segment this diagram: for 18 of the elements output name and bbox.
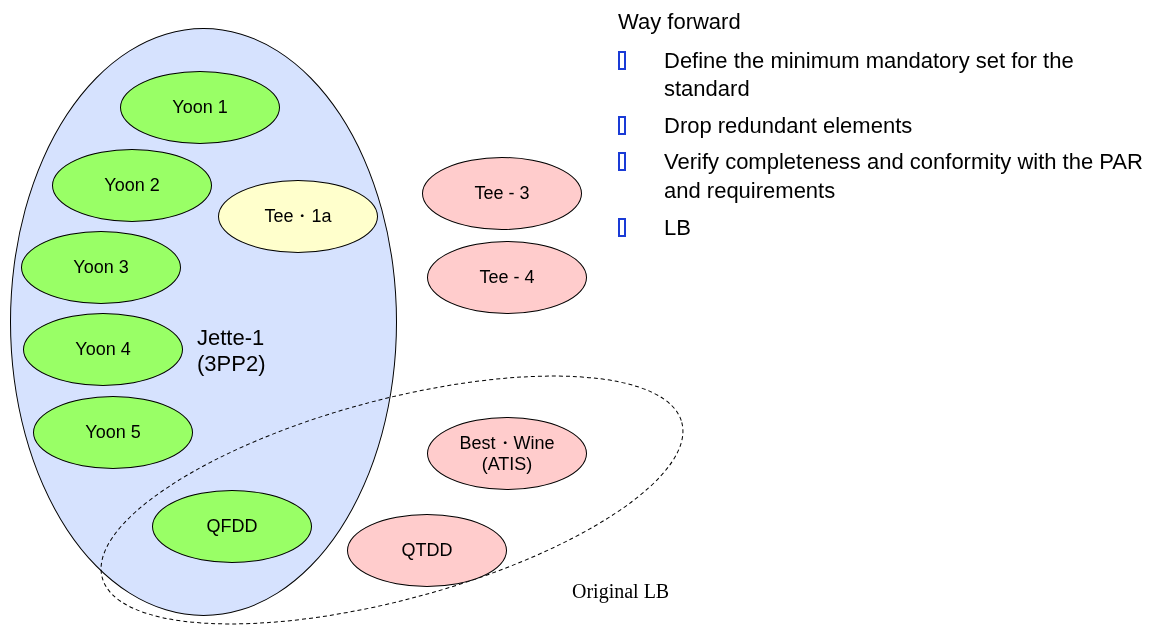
node-label: Tee - 4 (479, 267, 535, 288)
region-label: Original LB (572, 580, 670, 603)
bullet-text: LB (664, 213, 691, 242)
node-label: Best・Wine (ATIS) (458, 432, 556, 475)
node-label: QTDD (401, 540, 453, 561)
node-label: Yoon 2 (104, 175, 160, 196)
node-label: Yoon 5 (85, 422, 141, 443)
node-label: Yoon 4 (75, 339, 131, 360)
node-label: Tee・1a (264, 206, 332, 227)
node-label: Tee - 3 (474, 183, 530, 204)
node-label: QFDD (206, 516, 258, 537)
region-label: Jette-1 (3PP2) (197, 325, 267, 378)
node-label: Yoon 3 (73, 257, 129, 278)
bullet-text: Define the minimum mandatory set for the standard (664, 46, 1075, 104)
heading: Way forward (618, 8, 742, 36)
node-label: Yoon 1 (172, 97, 228, 118)
bullet-text: Drop redundant elements (664, 111, 913, 140)
bullet-text: Verify completeness and conformity with the PAR and requirements (664, 148, 1144, 205)
